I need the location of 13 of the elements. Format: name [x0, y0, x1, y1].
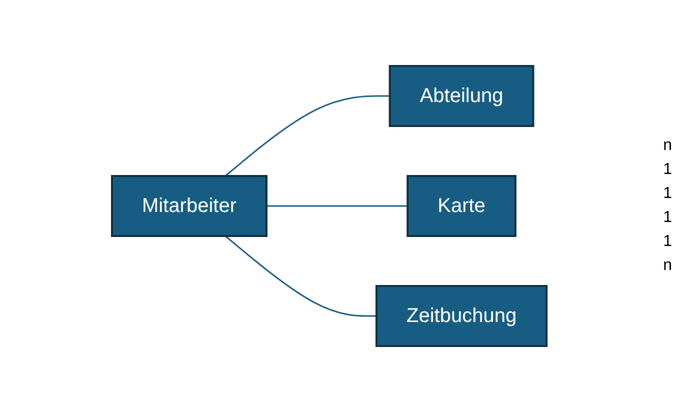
connector — [225, 235, 377, 317]
cardinality-label: 1 — [663, 161, 672, 179]
cardinality-label: 1 — [663, 185, 672, 203]
connector — [266, 205, 408, 207]
node-box: Mitarbeiter — [111, 175, 268, 237]
cardinality-label: n — [663, 137, 672, 155]
node-box: Abteilung — [389, 65, 534, 127]
node-box: Zeitbuchung — [376, 285, 548, 347]
cardinality-label: n — [663, 257, 672, 275]
cardinality-label: 1 — [663, 233, 672, 251]
node-box: Karte — [406, 175, 517, 237]
connector — [225, 95, 390, 177]
cardinality-label: 1 — [663, 209, 672, 227]
